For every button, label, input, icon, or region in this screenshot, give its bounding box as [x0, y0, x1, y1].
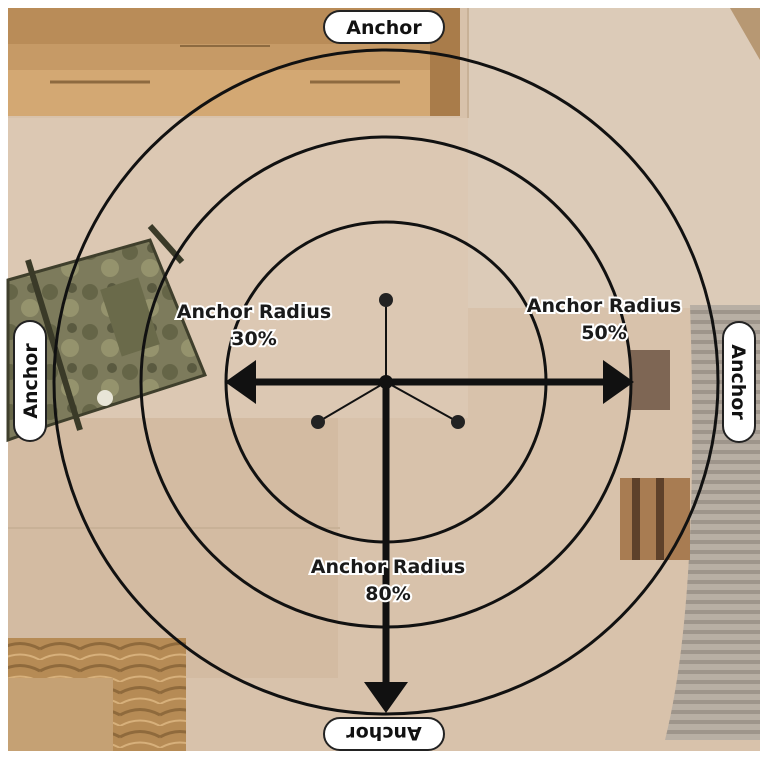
sandbag-wall — [8, 638, 186, 751]
floor-tile — [468, 8, 760, 308]
anchor-label-bottom: Anchor — [324, 718, 444, 750]
anchor-label-left: Anchor — [14, 321, 46, 441]
radius-label-80-title: Anchor Radius — [311, 556, 465, 578]
anchor-label-top-text: Anchor — [346, 17, 422, 39]
radius-label-80-value: 80% — [365, 583, 410, 605]
tripod-point — [451, 415, 465, 429]
radius-label-50-title: Anchor Radius — [527, 295, 681, 317]
tripod-point — [311, 415, 325, 429]
radius-label-30-value: 30% — [231, 328, 276, 350]
anchor-label-left-text: Anchor — [20, 343, 42, 419]
radius-label-50-value: 50% — [581, 322, 626, 344]
center-point — [379, 375, 393, 389]
tripod-point — [379, 293, 393, 307]
anchor-label-top: Anchor — [324, 11, 444, 43]
anchor-label-right-text: Anchor — [727, 344, 749, 420]
anchor-label-right: Anchor — [723, 322, 755, 442]
anchor-label-bottom-text: Anchor — [346, 722, 422, 744]
radius-label-30-title: Anchor Radius — [177, 301, 331, 323]
